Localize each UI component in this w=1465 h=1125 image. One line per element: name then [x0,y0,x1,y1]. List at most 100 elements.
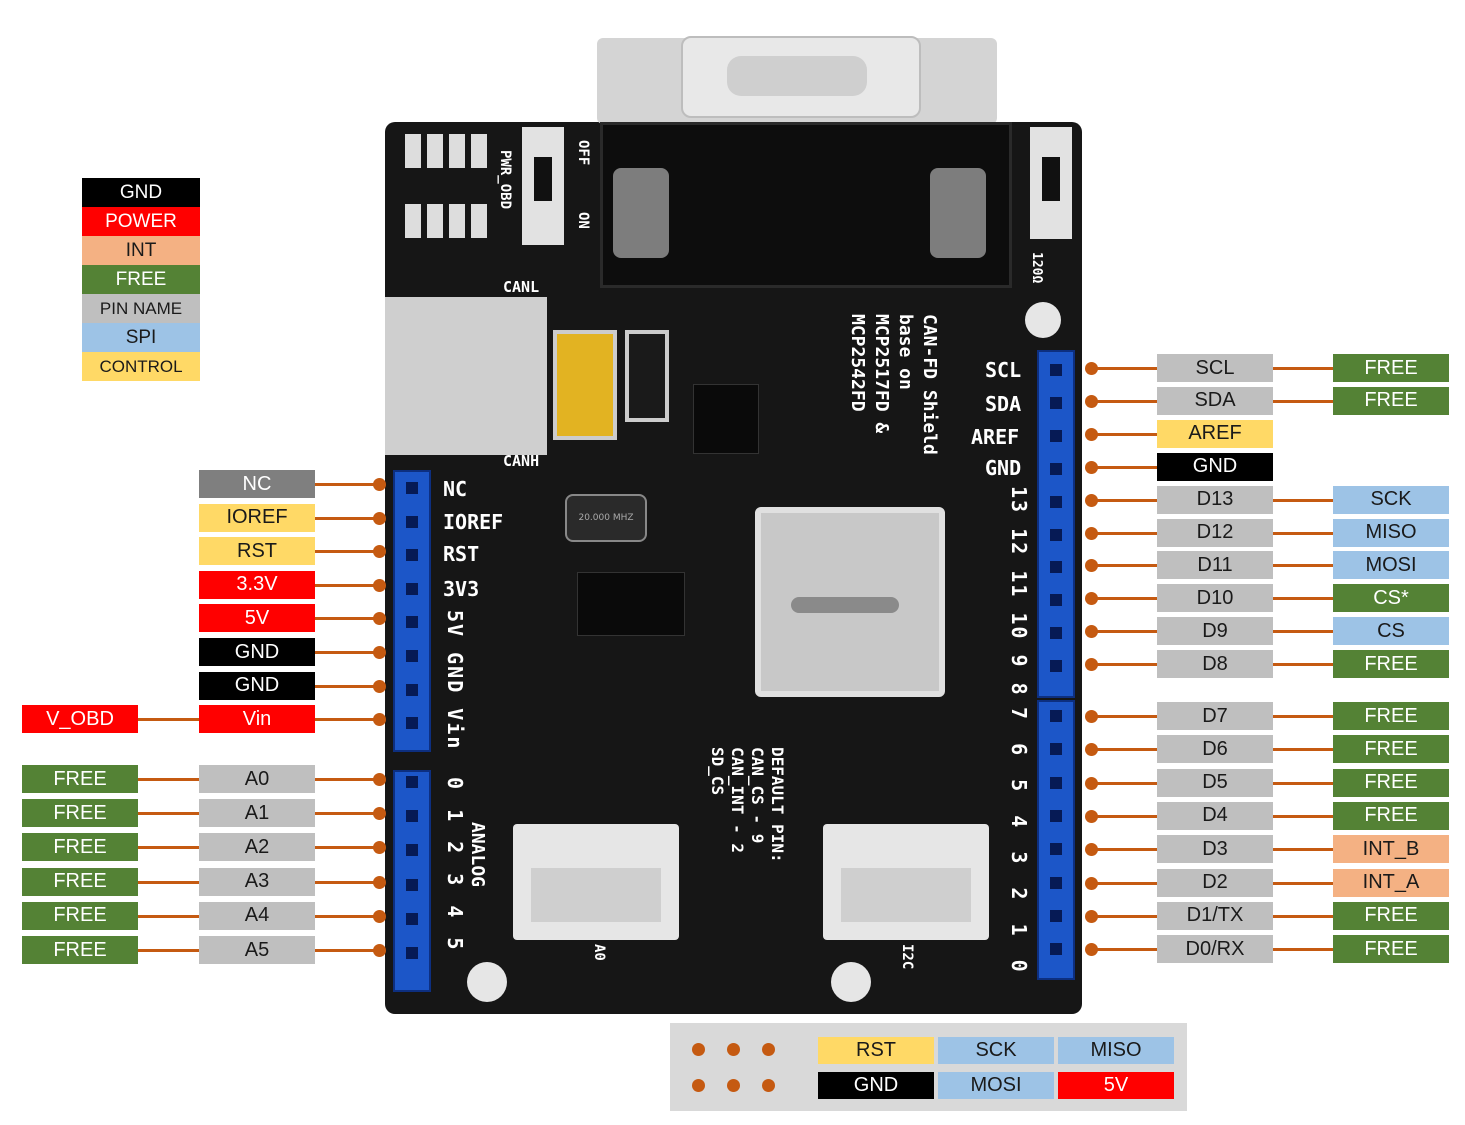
silk-ioref: IOREF [443,510,504,534]
pin-func-a2: FREE [22,833,138,862]
pin-func-d5: FREE [1333,768,1449,797]
pin-wire [1273,663,1333,667]
db9-screw-left [613,168,669,258]
pin-wire [1091,748,1157,752]
header-pin [406,844,418,857]
pin-label-aref: AREF [1157,419,1273,448]
pin-wire [1091,597,1157,601]
title-line-1: CAN-FD Shield [919,314,940,455]
pin-wire [138,718,199,722]
pin-label-a1: A1 [199,799,315,828]
can-controller-chip [577,572,685,636]
silk-off: OFF [575,140,591,166]
legend-pin-name: PIN NAME [82,294,200,323]
silk-rst: RST [443,542,480,566]
pin-label-gnd: GND [199,638,315,666]
icsp-pin-dot [762,1079,775,1092]
icsp-pin-dot [727,1043,740,1056]
silk-on: ON [575,212,591,229]
pin-wire [315,846,379,850]
mounting-hole [467,962,507,1002]
pin-func-scl: FREE [1333,354,1449,382]
pin-wire [315,550,379,554]
mounting-hole [831,962,871,1002]
pin-wire [1091,848,1157,852]
can-fd-shield-board: CANL CANH 20.000 MHZ CAN-FD Shield base … [385,36,1082,1014]
pin-label-d11: D11 [1157,551,1273,580]
pin-wire [315,778,379,781]
header-pin [1050,561,1062,574]
pin-wire [138,949,199,952]
pin-label-d4: D4 [1157,801,1273,830]
header-pin [1050,462,1062,475]
title-line-3: MCP2517FD & [871,314,892,434]
pin-func-a5: FREE [22,936,138,964]
header-pin [1050,627,1062,640]
silk-digits-upper: 13 12 11 10 9 8 [1007,486,1031,697]
pin-label-a5: A5 [199,936,315,964]
pin-wire [138,778,199,781]
db9-connector [597,36,997,124]
mounting-hole [1025,302,1061,338]
header-power [393,470,431,752]
header-pin [1050,429,1062,442]
can-terminal-block [385,297,547,455]
icsp-sck: SCK [938,1037,1054,1064]
header-pin [406,482,418,494]
pin-wire [1091,814,1157,818]
header-pin [406,650,418,662]
grove-connector-i2c [823,824,989,940]
pin-dot [373,773,386,786]
default-line-3: CAN_INT - 2 [728,747,747,853]
header-pin [1050,943,1062,956]
pin-dot [373,578,386,592]
pin-wire [1273,498,1333,502]
pin-wire [1273,848,1333,852]
pin-label-d2: D2 [1157,868,1273,897]
silk-scl: SCL [985,358,1022,382]
pin-wire [315,684,379,688]
pin-wire [1273,748,1333,752]
pin-func-a4: FREE [22,901,138,930]
pin-label-d8: D8 [1157,650,1273,679]
pin-wire [1273,814,1333,818]
icsp-rst: RST [818,1037,934,1064]
pin-label-vin: Vin [199,705,315,734]
pin-label-a2: A2 [199,833,315,862]
header-pin [406,683,418,696]
silk-3v3: 3V3 [443,577,480,601]
pin-wire [1091,564,1157,568]
pin-wire [315,483,379,486]
silk-res: 120Ω [1029,252,1044,284]
pin-label-d7: D7 [1157,702,1273,730]
pin-label-a0: A0 [199,765,315,793]
pin-wire [1273,630,1333,634]
pin-label-d5: D5 [1157,768,1273,797]
sd-card-slot [755,507,945,697]
pin-dot [373,909,386,923]
silk-grove-i2c: I2C [899,944,915,970]
icsp-pin-dot [692,1079,705,1092]
icsp-pin-dot [762,1043,775,1056]
silk-aref: AREF [971,425,1020,449]
pin-label-d1-tx: D1/TX [1157,901,1273,930]
pin-func-d8: FREE [1333,650,1449,679]
power-switch[interactable] [522,127,564,245]
pin-wire [1091,781,1157,785]
header-pin [1050,876,1062,889]
pin-label-d6: D6 [1157,735,1273,764]
pin-wire [1091,432,1157,436]
header-pin [1050,710,1062,722]
pin-wire [1273,881,1333,885]
pin-wire [138,846,199,850]
pin-wire [1273,531,1333,535]
header-pin [1050,594,1062,607]
resistor-switch[interactable] [1030,127,1072,239]
silk-sda: SDA [985,392,1022,416]
pin-func-d6: FREE [1333,735,1449,764]
pin-func-a1: FREE [22,799,138,828]
silk-pwr-obd: PWR_OBD [497,150,513,210]
pin-func-a0: FREE [22,765,138,793]
header-pin [406,616,418,629]
